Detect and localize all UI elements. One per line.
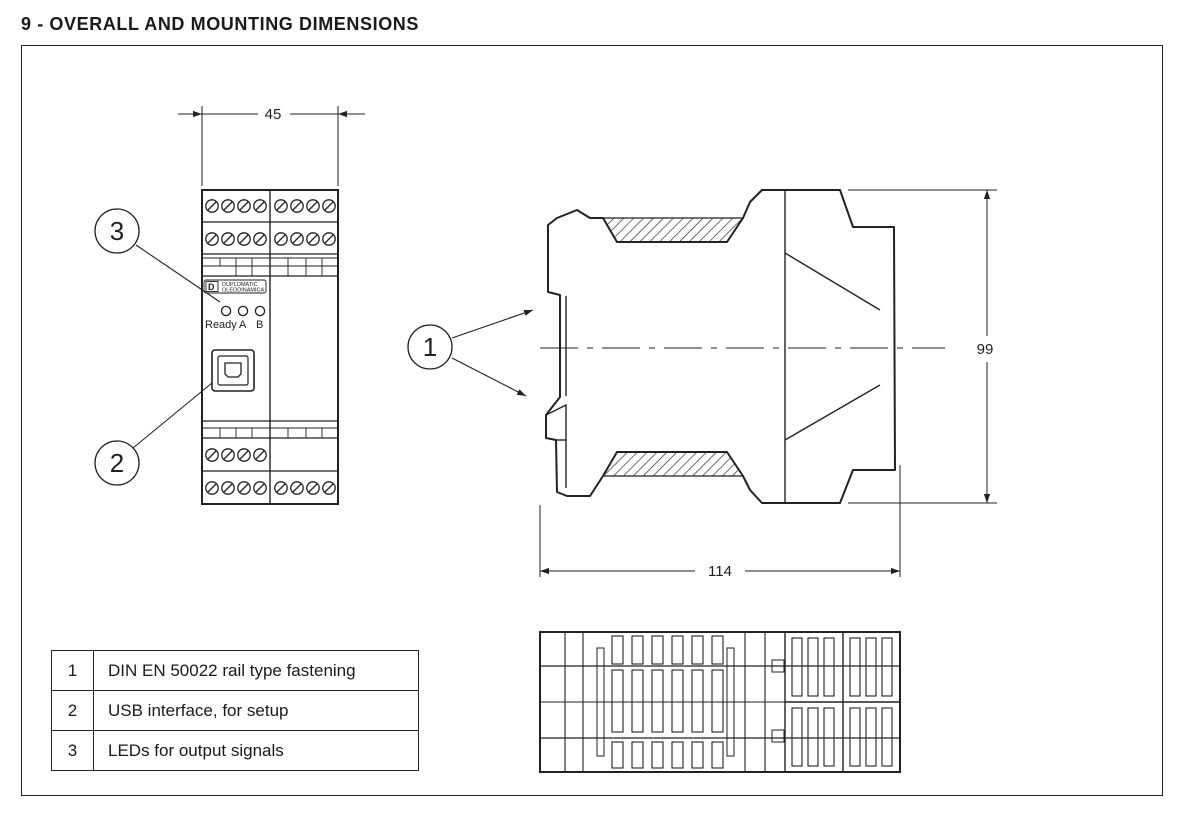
screw-terminal-icon bbox=[290, 232, 304, 246]
legend-number: 1 bbox=[51, 650, 94, 691]
screw-terminal-icon bbox=[237, 232, 251, 246]
screw-terminal-icon bbox=[306, 232, 320, 246]
dimension-width bbox=[178, 106, 365, 186]
vent-slot bbox=[611, 635, 624, 665]
top-terminal-block bbox=[849, 637, 861, 697]
dimension-height bbox=[848, 189, 997, 504]
screw-terminal-icon bbox=[205, 448, 219, 462]
vent-slot bbox=[611, 741, 624, 769]
screw-terminal-icon bbox=[237, 481, 251, 495]
top-terminal-block bbox=[865, 637, 877, 697]
screw-terminal-icon bbox=[322, 232, 336, 246]
screw-terminal-icon bbox=[205, 232, 219, 246]
screw-terminal-icon bbox=[221, 448, 235, 462]
vent-slot bbox=[691, 741, 704, 769]
screw-terminal-icon bbox=[221, 199, 235, 213]
led-a bbox=[237, 305, 249, 317]
logo-text-line2: OLEODINAMICA bbox=[222, 288, 265, 294]
top-terminal-block bbox=[823, 707, 835, 767]
screw-terminal-icon bbox=[253, 448, 267, 462]
top-terminal-block bbox=[791, 637, 803, 697]
screw-terminal-icon bbox=[205, 481, 219, 495]
legend-table: 1 DIN EN 50022 rail type fastening 2 USB… bbox=[51, 650, 419, 771]
screw-terminal-icon bbox=[322, 481, 336, 495]
top-view-terminals bbox=[791, 637, 893, 767]
terminal-screws bbox=[205, 199, 336, 495]
legend-number: 3 bbox=[51, 730, 94, 771]
screw-terminal-icon bbox=[237, 448, 251, 462]
callout-1: 1 bbox=[407, 309, 534, 397]
dimension-width-label: 45 bbox=[265, 106, 282, 123]
top-view-vents bbox=[611, 635, 724, 769]
vent-slot bbox=[711, 741, 724, 769]
dimension-height-label: 99 bbox=[977, 341, 994, 358]
screw-terminal-icon bbox=[274, 199, 288, 213]
top-terminal-block bbox=[807, 707, 819, 767]
screw-terminal-icon bbox=[237, 199, 251, 213]
front-view bbox=[178, 106, 365, 505]
led-ready bbox=[220, 305, 232, 317]
vent-slot bbox=[651, 635, 664, 665]
drawing-frame bbox=[21, 45, 1163, 796]
vent-slot bbox=[671, 669, 684, 733]
screw-terminal-icon bbox=[290, 481, 304, 495]
screw-terminal-icon bbox=[221, 481, 235, 495]
vent-slot bbox=[651, 741, 664, 769]
callout-3-label: 3 bbox=[110, 216, 124, 246]
led-label-b: B bbox=[256, 319, 263, 331]
screw-terminal-icon bbox=[306, 481, 320, 495]
legend-row: 2 USB interface, for setup bbox=[51, 690, 419, 731]
callout-2: 2 bbox=[94, 382, 213, 486]
screw-terminal-icon bbox=[253, 232, 267, 246]
top-terminal-block bbox=[881, 637, 893, 697]
top-terminal-block bbox=[791, 707, 803, 767]
logo-mark: D bbox=[208, 282, 215, 292]
vent-slot bbox=[631, 741, 644, 769]
callout-3: 3 bbox=[94, 208, 221, 303]
top-view bbox=[539, 631, 901, 773]
screw-terminal-icon bbox=[253, 199, 267, 213]
vent-slot bbox=[691, 669, 704, 733]
legend-row: 1 DIN EN 50022 rail type fastening bbox=[51, 650, 419, 691]
screw-terminal-icon bbox=[205, 199, 219, 213]
led-label-ready: Ready bbox=[205, 319, 237, 331]
callout-1-label: 1 bbox=[423, 332, 437, 362]
screw-terminal-icon bbox=[322, 199, 336, 213]
screw-terminal-icon bbox=[290, 199, 304, 213]
vent-slot bbox=[711, 635, 724, 665]
vent-slot bbox=[651, 669, 664, 733]
legend-number: 2 bbox=[51, 690, 94, 731]
top-terminal-block bbox=[849, 707, 861, 767]
led-label-a: A bbox=[239, 319, 247, 331]
vent-slot bbox=[631, 669, 644, 733]
vent-slot bbox=[711, 669, 724, 733]
screw-terminal-icon bbox=[253, 481, 267, 495]
led-b bbox=[254, 305, 266, 317]
vent-slot bbox=[671, 741, 684, 769]
callout-2-label: 2 bbox=[110, 448, 124, 478]
vent-slot bbox=[691, 635, 704, 665]
screw-terminal-icon bbox=[306, 199, 320, 213]
legend-description: LEDs for output signals bbox=[93, 730, 419, 771]
dimension-depth bbox=[539, 465, 901, 577]
top-terminal-block bbox=[807, 637, 819, 697]
usb-port-icon bbox=[211, 349, 255, 392]
section-title: 9 - OVERALL AND MOUNTING DIMENSIONS bbox=[21, 14, 420, 34]
screw-terminal-icon bbox=[274, 481, 288, 495]
vent-slot bbox=[671, 635, 684, 665]
vent-slot bbox=[611, 669, 624, 733]
dimension-depth-label: 114 bbox=[708, 563, 732, 580]
screw-terminal-icon bbox=[274, 232, 288, 246]
screw-terminal-icon bbox=[221, 232, 235, 246]
top-terminal-block bbox=[881, 707, 893, 767]
vent-slot bbox=[631, 635, 644, 665]
side-view bbox=[540, 189, 945, 504]
top-terminal-block bbox=[823, 637, 835, 697]
legend-row: 3 LEDs for output signals bbox=[51, 730, 419, 771]
logo-text-line1: DUPLOMATIC bbox=[222, 282, 258, 288]
legend-description: DIN EN 50022 rail type fastening bbox=[93, 650, 419, 691]
legend-description: USB interface, for setup bbox=[93, 690, 419, 731]
top-terminal-block bbox=[865, 707, 877, 767]
